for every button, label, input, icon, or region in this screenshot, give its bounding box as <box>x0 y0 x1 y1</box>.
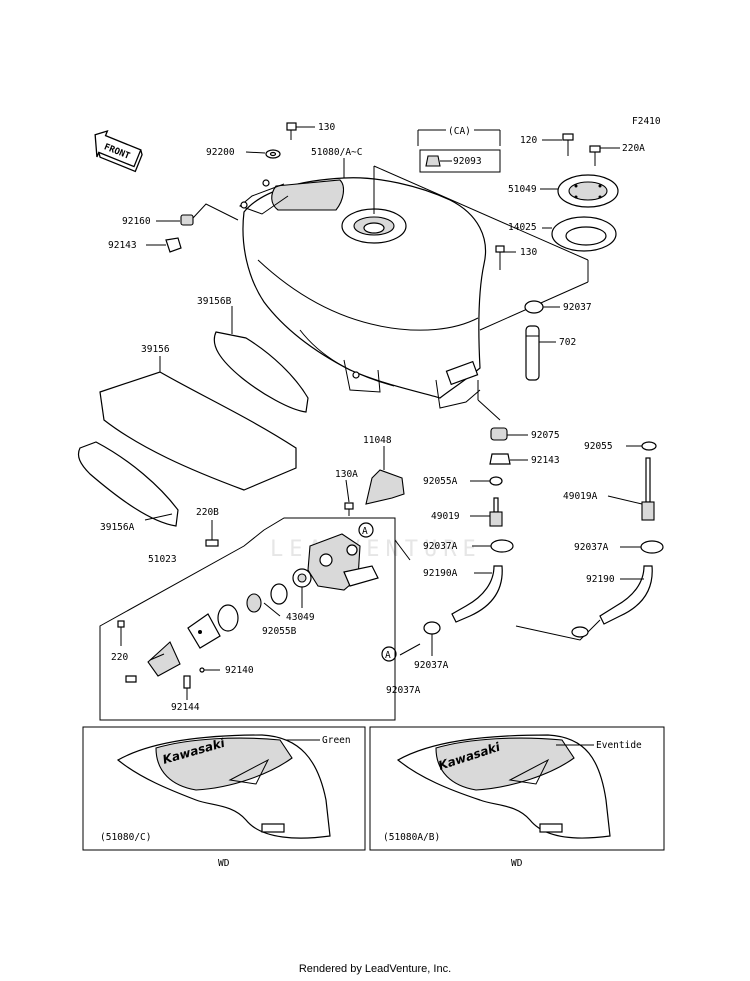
label-51023: 51023 <box>148 554 177 565</box>
label-49019a: 49019A <box>563 491 598 502</box>
footer-credit: Rendered by LeadVenture, Inc. <box>298 963 452 975</box>
label-39156: 39156 <box>141 344 170 355</box>
assembly-51023-frame <box>99 517 396 721</box>
collar-92143-left <box>146 237 182 253</box>
label-92037a-2: 92037A <box>574 542 609 553</box>
label-92143: 92143 <box>108 240 137 251</box>
label-92037: 92037 <box>563 302 592 313</box>
figure-code: F2410 <box>632 116 661 127</box>
variant-panel-eventide: Kawasaki Eventide (51080A/B) WD <box>369 726 665 869</box>
label-702: 702 <box>559 337 576 348</box>
variant-note-eventide: WD <box>511 858 523 869</box>
variant-color-green: Green <box>322 735 351 746</box>
label-51080: 51080/A~C <box>311 147 362 158</box>
variant-panel-green: Kawasaki Green (51080/C) WD <box>82 726 366 869</box>
oring-92055 <box>626 441 657 451</box>
label-92140: 92140 <box>225 665 254 676</box>
hose-92190a <box>451 565 503 623</box>
variant-part-green: (51080/C) <box>100 832 151 843</box>
pad-39156a <box>77 441 179 527</box>
label-92160: 92160 <box>122 216 151 227</box>
grommet-92160 <box>156 203 239 226</box>
oring-large <box>217 604 239 632</box>
oring-92055a <box>470 476 503 486</box>
oring-92055b <box>270 583 288 605</box>
lever-knob <box>147 641 181 677</box>
label-92037a-1: 92037A <box>423 541 458 552</box>
label-39156a: 39156A <box>100 522 135 533</box>
bolt-130-mid <box>495 245 516 270</box>
fuel-cap-51049 <box>540 174 619 208</box>
variant-note-green: WD <box>218 858 230 869</box>
clamp-92037a-3 <box>399 621 441 656</box>
variant-part-eventide: (51080A/B) <box>383 832 440 843</box>
pad-39156b <box>213 331 309 413</box>
ca-group <box>417 129 501 173</box>
bolt-130a <box>344 479 354 516</box>
label-130-mid: 130 <box>520 247 537 258</box>
label-130a: 130A <box>335 469 358 480</box>
label-43049: 43049 <box>286 612 315 623</box>
fuel-tank <box>239 177 487 409</box>
clamp-92037a-2 <box>620 540 664 554</box>
fitting-49019a <box>607 457 655 521</box>
screw-left <box>125 675 137 683</box>
callout-a-top: A <box>358 522 374 538</box>
bolt-130-top <box>286 122 315 140</box>
bracket-11048 <box>365 446 405 505</box>
label-130: 130 <box>318 122 335 133</box>
screw-220a <box>589 145 620 166</box>
label-51049: 51049 <box>508 184 537 195</box>
label-92075: 92075 <box>531 430 560 441</box>
variant-color-eventide: Eventide <box>596 740 642 751</box>
label-39156b: 39156B <box>197 296 232 307</box>
label-11048: 11048 <box>363 435 392 446</box>
label-220: 220 <box>111 652 128 663</box>
lever-plate <box>187 613 221 649</box>
label-49019: 49019 <box>431 511 460 522</box>
label-92037a-4: 92037A <box>386 685 421 696</box>
washer-92200 <box>245 149 281 159</box>
front-arrow-icon: FRONT <box>94 130 143 173</box>
label-92055a: 92055A <box>423 476 458 487</box>
hose-92190 <box>515 565 653 641</box>
diaphragm-43049 <box>292 568 312 608</box>
clamp-92037a-1 <box>472 539 514 553</box>
valve-plug <box>246 593 281 617</box>
label-92093: 92093 <box>453 156 482 167</box>
screw-220b <box>205 520 219 547</box>
label-220b: 220B <box>196 507 219 518</box>
watermark: LEADVENTURE <box>270 537 482 562</box>
label-92200: 92200 <box>206 147 235 158</box>
clamp-92037-top <box>524 300 560 314</box>
hose-702 <box>525 325 556 381</box>
callout-a-bottom: A <box>381 646 397 662</box>
ca-label: (CA) <box>448 126 471 137</box>
fuel-valve <box>307 533 379 591</box>
svg-text:A: A <box>385 650 391 661</box>
screw-92144 <box>183 675 191 700</box>
label-14025: 14025 <box>508 222 537 233</box>
screw-92140 <box>199 667 220 673</box>
label-92055b: 92055B <box>262 626 297 637</box>
label-92190: 92190 <box>586 574 615 585</box>
svg-text:A: A <box>362 526 368 537</box>
grommet-92075 <box>490 427 528 441</box>
label-92144: 92144 <box>171 702 200 713</box>
label-120: 120 <box>520 135 537 146</box>
label-92055: 92055 <box>584 441 613 452</box>
label-220a: 220A <box>622 143 645 154</box>
fitting-49019 <box>470 497 503 527</box>
label-92190a: 92190A <box>423 568 458 579</box>
label-92037a-3: 92037A <box>414 660 449 671</box>
collar-92143-right <box>489 453 528 465</box>
label-92143-right: 92143 <box>531 455 560 466</box>
screw-120 <box>542 133 574 156</box>
gasket-14025 <box>542 216 617 252</box>
pad-39156 <box>99 371 297 491</box>
screw-220 <box>117 620 125 646</box>
